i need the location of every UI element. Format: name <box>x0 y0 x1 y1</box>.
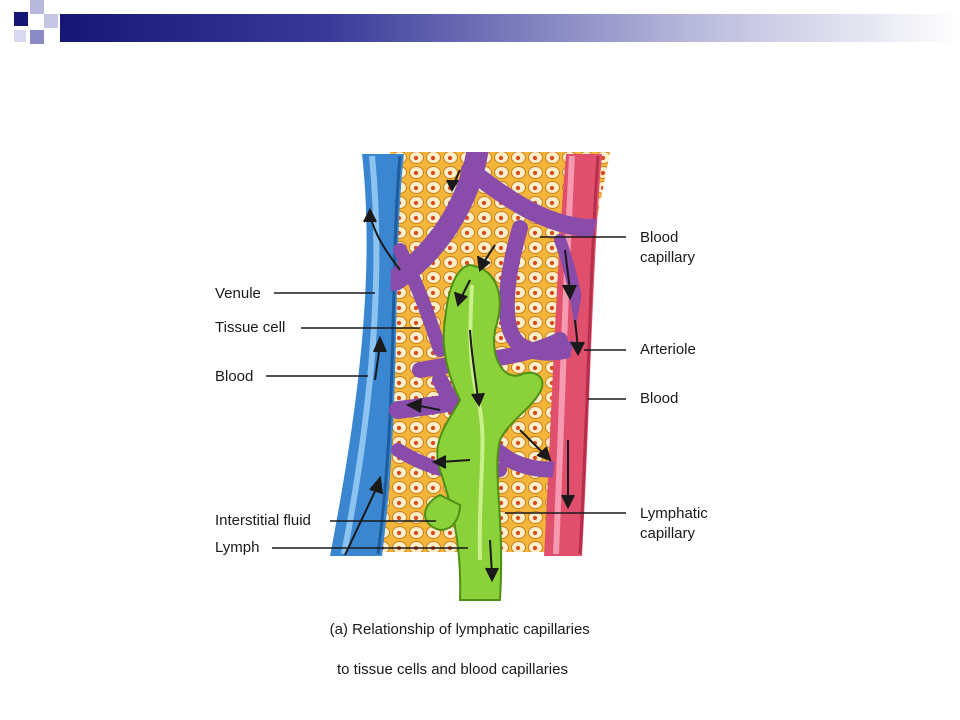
label-lymph: Lymph <box>215 539 260 556</box>
header-square-navy <box>14 12 28 26</box>
label-blood-capillary: Blood capillary <box>640 229 696 266</box>
label-lymphatic-capillary: Lymphatic capillary <box>640 505 708 542</box>
header-square-light <box>14 30 26 42</box>
label-blood-right: Blood <box>640 390 679 407</box>
label-arteriole: Arteriole <box>640 341 696 358</box>
leader-lines <box>266 236 626 549</box>
caption-line-2: to tissue cells and blood capillaries <box>337 661 568 678</box>
venule-vessel <box>330 154 404 556</box>
header-square-lavender <box>44 14 58 28</box>
label-tissue-cell: Tissue cell <box>215 319 286 336</box>
caption-line-1: (a) Relationship of lymphatic capillarie… <box>329 621 590 638</box>
label-blood-left: Blood <box>215 368 254 385</box>
header-bar <box>60 14 960 42</box>
header-square-lavender <box>30 0 44 14</box>
header-square-periwinkle <box>30 30 44 44</box>
label-venule: Venule <box>215 285 261 302</box>
figure-caption: (a) Relationship of lymphatic capillarie… <box>313 600 590 720</box>
label-interstitial-fluid: Interstitial fluid <box>215 512 311 529</box>
flow-arrows <box>344 169 585 583</box>
